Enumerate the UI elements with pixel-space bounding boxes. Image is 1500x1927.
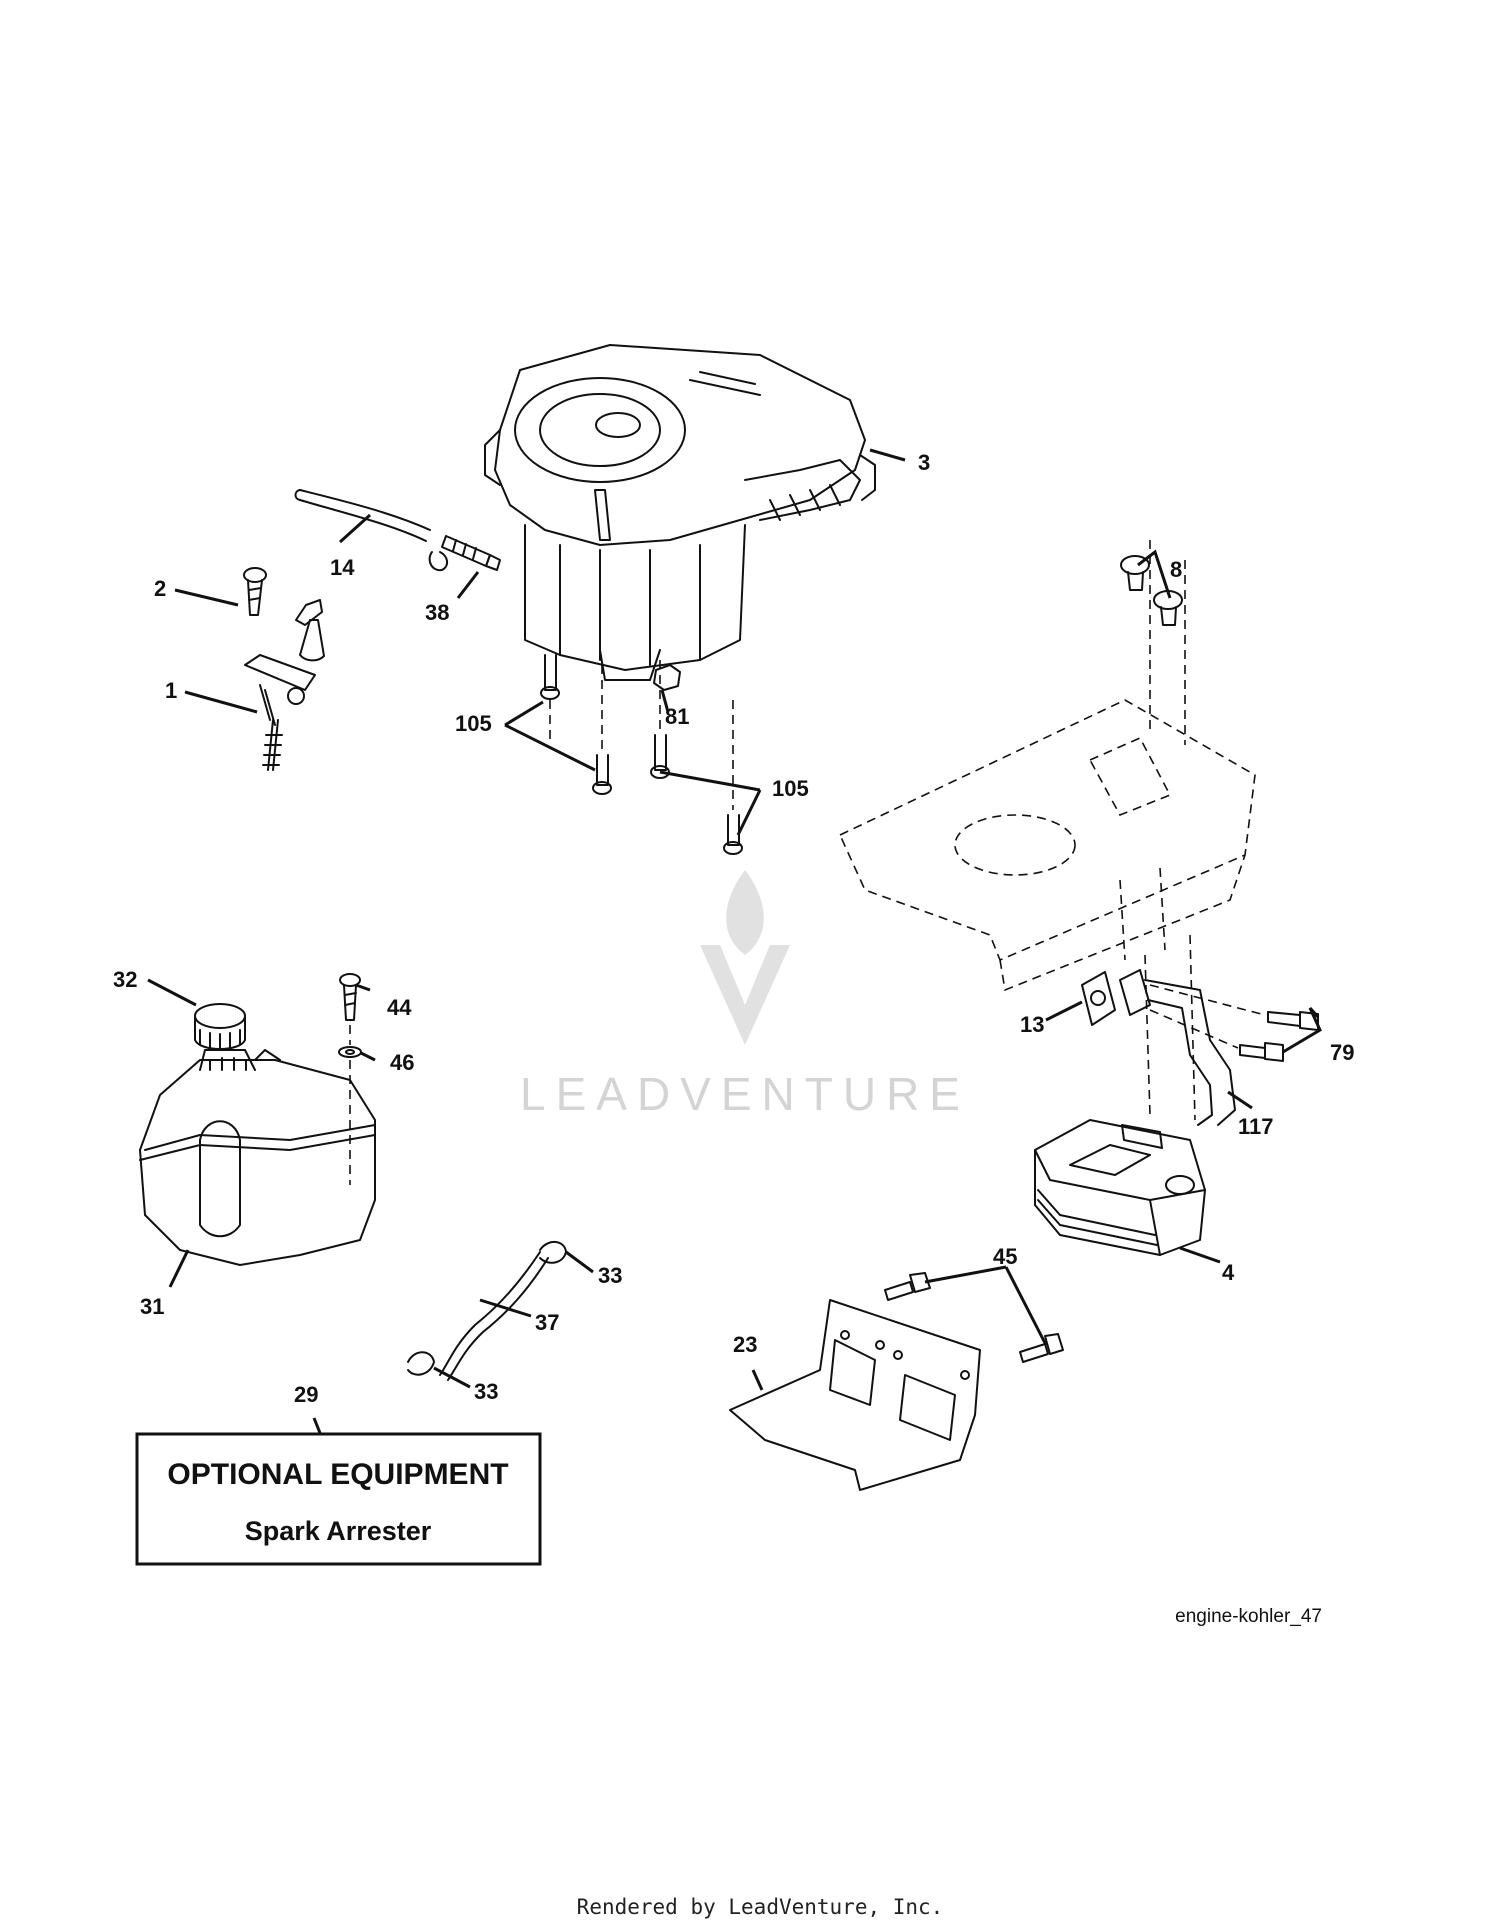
callout-105-left: 105 <box>455 711 492 736</box>
callout-4: 4 <box>1222 1260 1235 1285</box>
callout-31: 31 <box>140 1294 164 1319</box>
spark-arrester-label: Spark Arrester <box>245 1516 432 1546</box>
callout-105-right: 105 <box>772 776 809 801</box>
fuel-line-37[interactable] <box>439 1251 549 1381</box>
screw-44[interactable] <box>339 973 361 1021</box>
callout-2: 2 <box>154 576 166 601</box>
watermark-text: LEADVENTURE <box>520 1068 970 1120</box>
callout-33-upper: 33 <box>598 1263 622 1288</box>
callout-37: 37 <box>535 1310 559 1335</box>
callout-79: 79 <box>1330 1040 1354 1065</box>
callout-33-lower: 33 <box>474 1379 498 1404</box>
bolts-79[interactable] <box>1149 984 1319 1062</box>
callout-81: 81 <box>665 704 689 729</box>
callout-32: 32 <box>113 967 137 992</box>
callout-8: 8 <box>1170 557 1182 582</box>
fuel-tank-31[interactable] <box>139 1049 376 1266</box>
heat-shield-23[interactable] <box>729 1299 981 1491</box>
diagram-code: engine-kohler_47 <box>1175 1606 1322 1627</box>
callout-46: 46 <box>390 1050 414 1075</box>
throttle-control-1[interactable] <box>244 599 325 771</box>
fitting-38[interactable] <box>428 535 501 572</box>
callout-44: 44 <box>387 995 412 1020</box>
leadventure-watermark: LEADVENTURE <box>520 870 970 1120</box>
callout-labels: 3 14 38 2 1 81 105 105 8 13 79 117 4 45 … <box>113 450 1354 1407</box>
callout-117: 117 <box>1238 1114 1274 1139</box>
engine[interactable] <box>484 344 876 681</box>
screws-45[interactable] <box>884 1272 1064 1363</box>
muffler-4[interactable] <box>1034 1119 1206 1256</box>
hose-clamps-33[interactable] <box>407 1241 567 1376</box>
callout-13: 13 <box>1020 1012 1044 1037</box>
washer-46[interactable] <box>338 1025 362 1185</box>
rendered-by-footer: Rendered by LeadVenture, Inc. <box>577 1895 944 1919</box>
callout-14: 14 <box>330 555 355 580</box>
callout-45: 45 <box>993 1244 1017 1269</box>
fuel-cap-32[interactable] <box>194 1003 246 1051</box>
leader-lines <box>147 448 1322 1434</box>
exhaust-pipe-117[interactable] <box>1119 969 1236 1126</box>
screw-2[interactable] <box>243 567 267 616</box>
callout-29: 29 <box>294 1382 318 1407</box>
callout-1: 1 <box>165 678 177 703</box>
optional-equipment-box: OPTIONAL EQUIPMENT Spark Arrester <box>135 1432 542 1566</box>
optional-equipment-title: OPTIONAL EQUIPMENT <box>167 1458 508 1491</box>
callout-38: 38 <box>425 600 449 625</box>
callout-23: 23 <box>733 1332 757 1357</box>
engine-centerlines <box>549 660 734 810</box>
callout-3: 3 <box>918 450 930 475</box>
fuel-line-14[interactable] <box>294 489 431 542</box>
frame-outline <box>838 540 1256 1121</box>
nut-81[interactable] <box>653 664 681 691</box>
bolts-105[interactable] <box>540 654 743 855</box>
gasket-13[interactable] <box>1081 971 1116 1026</box>
knobs-8[interactable] <box>1120 555 1183 626</box>
